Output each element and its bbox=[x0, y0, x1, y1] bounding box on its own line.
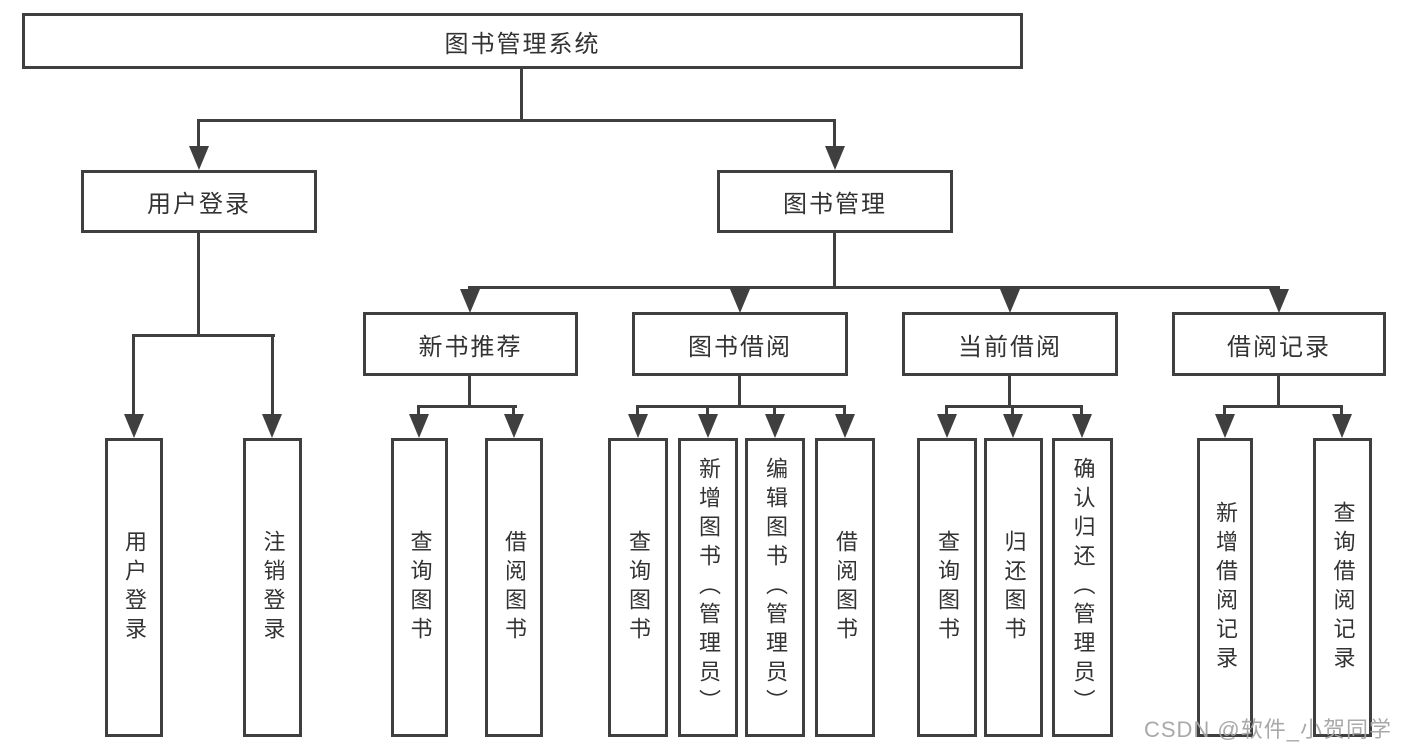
connector-leaf-drop bbox=[1080, 405, 1083, 417]
node-borrow-records: 借阅记录 bbox=[1172, 312, 1386, 376]
node-label: 当前借阅 bbox=[958, 333, 1062, 361]
leaf-return-books: 归还图书 bbox=[984, 438, 1043, 737]
arrow-down-icon bbox=[1269, 289, 1289, 313]
connector-leaf-drop bbox=[417, 405, 420, 417]
leaf-add-borrow-record: 新增借阅记录 bbox=[1197, 438, 1253, 737]
node-label: 查询图书 bbox=[935, 529, 960, 646]
connector-new-books-stem bbox=[468, 376, 471, 407]
node-label: 图书管理系统 bbox=[444, 30, 601, 58]
connector-borrow-records-branch bbox=[1223, 405, 1343, 408]
leaf-borrow-books: 借阅图书 bbox=[815, 438, 875, 737]
node-label: 查询图书 bbox=[407, 529, 433, 646]
leaf-user-login: 用户登录 bbox=[105, 438, 163, 737]
connector-leaf-drop bbox=[1340, 405, 1343, 417]
arrow-down-icon bbox=[409, 414, 429, 438]
connector-leaf-drop bbox=[1223, 405, 1226, 417]
node-label: 编辑图书（管理员） bbox=[763, 457, 788, 718]
leaf-query-books-borrow: 查询图书 bbox=[608, 438, 668, 737]
arrow-down-icon bbox=[1000, 289, 1020, 313]
leaf-query-books-current: 查询图书 bbox=[917, 438, 977, 737]
arrow-down-icon bbox=[835, 414, 855, 438]
arrow-down-icon bbox=[1215, 414, 1235, 438]
connector-leaf-drop bbox=[636, 405, 639, 417]
leaf-logout: 注销登录 bbox=[243, 438, 302, 737]
node-label: 确认归还（管理员） bbox=[1070, 457, 1096, 718]
connector-book-borrow-branch bbox=[636, 405, 846, 408]
node-user-login: 用户登录 bbox=[81, 170, 317, 233]
csdn-watermark: CSDN @软件_小贺同学 bbox=[1143, 717, 1392, 742]
node-label: 查询图书 bbox=[626, 529, 651, 646]
connector-book-mgmt-stem bbox=[833, 233, 836, 288]
connector-leaf-drop bbox=[706, 405, 709, 417]
node-label: 借阅图书 bbox=[502, 529, 527, 646]
node-label: 注销登录 bbox=[260, 529, 286, 646]
node-label: 图书借阅 bbox=[688, 333, 792, 361]
arrow-down-icon bbox=[189, 146, 209, 170]
arrow-down-icon bbox=[698, 414, 718, 438]
connector-borrow-records-stem bbox=[1277, 376, 1280, 407]
arrow-down-icon bbox=[1003, 414, 1023, 438]
connector-leaf-drop bbox=[1011, 405, 1014, 417]
leaf-borrow-books-recommend: 借阅图书 bbox=[485, 438, 543, 737]
node-label: 用户登录 bbox=[122, 529, 147, 646]
arrow-down-icon bbox=[765, 414, 785, 438]
node-current-borrow: 当前借阅 bbox=[902, 312, 1118, 376]
connector-current-borrow-branch bbox=[945, 405, 1083, 408]
node-label: 新增借阅记录 bbox=[1213, 500, 1238, 675]
arrow-down-icon bbox=[504, 414, 524, 438]
connector-user-login-branch bbox=[132, 334, 275, 337]
node-label: 新书推荐 bbox=[418, 333, 523, 361]
arrow-down-icon bbox=[825, 146, 845, 170]
connector-leaf-drop bbox=[132, 334, 135, 416]
connector-root-stem bbox=[520, 69, 523, 121]
connector-user-login-stem bbox=[197, 233, 200, 336]
node-label: 查询借阅记录 bbox=[1330, 500, 1356, 675]
leaf-edit-books-admin: 编辑图书（管理员） bbox=[745, 438, 805, 737]
node-new-book-recommend: 新书推荐 bbox=[363, 312, 578, 376]
node-library-management-system: 图书管理系统 bbox=[22, 13, 1023, 69]
connector-book-mgmt-drop bbox=[833, 119, 836, 148]
node-book-borrow: 图书借阅 bbox=[632, 312, 848, 376]
node-label: 归还图书 bbox=[1001, 529, 1027, 646]
connector-current-borrow-stem bbox=[1008, 376, 1011, 407]
node-book-management: 图书管理 bbox=[717, 170, 953, 233]
arrow-down-icon bbox=[460, 289, 480, 313]
node-label: 用户登录 bbox=[147, 191, 251, 218]
node-label: 借阅图书 bbox=[833, 529, 858, 646]
arrow-down-icon bbox=[937, 414, 957, 438]
connector-root-branch bbox=[197, 119, 836, 122]
leaf-confirm-return-admin: 确认归还（管理员） bbox=[1052, 438, 1113, 737]
connector-book-mgmt-branch bbox=[468, 286, 1280, 289]
connector-leaf-drop bbox=[512, 405, 515, 417]
arrow-down-icon bbox=[730, 289, 750, 313]
arrow-down-icon bbox=[124, 414, 144, 438]
arrow-down-icon bbox=[628, 414, 648, 438]
node-label: 借阅记录 bbox=[1227, 333, 1331, 361]
node-label: 新增图书（管理员） bbox=[696, 457, 721, 718]
connector-leaf-drop bbox=[271, 334, 274, 416]
arrow-down-icon bbox=[262, 414, 282, 438]
leaf-add-books-admin: 新增图书（管理员） bbox=[678, 438, 738, 737]
connector-user-login-drop bbox=[197, 119, 200, 148]
connector-leaf-drop bbox=[773, 405, 776, 417]
connector-leaf-drop bbox=[843, 405, 846, 417]
arrow-down-icon bbox=[1072, 414, 1092, 438]
arrow-down-icon bbox=[1332, 414, 1352, 438]
node-label: 图书管理 bbox=[783, 191, 887, 218]
connector-book-borrow-stem bbox=[738, 376, 741, 407]
leaf-query-borrow-record: 查询借阅记录 bbox=[1313, 438, 1372, 737]
connector-new-books-branch bbox=[417, 405, 517, 408]
connector-leaf-drop bbox=[945, 405, 948, 417]
leaf-query-books-recommend: 查询图书 bbox=[391, 438, 448, 737]
